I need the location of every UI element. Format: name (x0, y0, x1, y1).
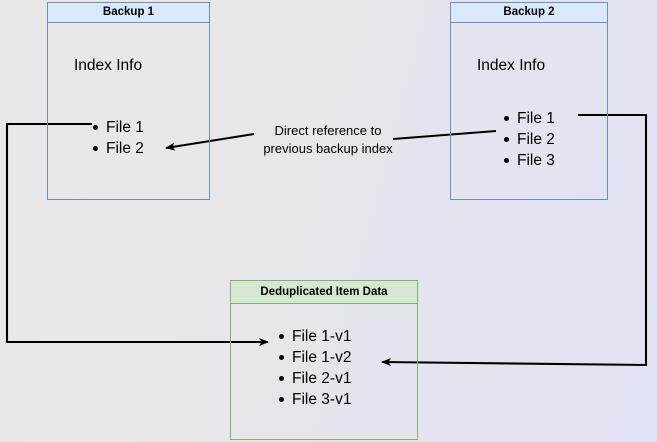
list-item: File 1-v2 (278, 349, 352, 366)
backup-2-index-info-label: Index Info (477, 57, 546, 74)
list-item: File 1 (93, 119, 144, 136)
list-item: File 3-v1 (278, 391, 352, 408)
backup-1-box[interactable]: Backup 1 Index Info File 1 File 2 (47, 2, 210, 200)
backup-2-box[interactable]: Backup 2 Index Info File 1 File 2 File 3 (450, 2, 608, 200)
backup-1-index-info-label: Index Info (74, 57, 143, 74)
deduplicated-file-list: File 1-v1 File 1-v2 File 2-v1 File 3-v1 (274, 326, 351, 410)
annotation-line-2: previous backup index (263, 141, 393, 156)
list-item: File 2 (504, 131, 555, 148)
backup-2-body: Index Info File 1 File 2 File 3 (451, 23, 607, 199)
list-item: File 2 (93, 140, 144, 157)
deduplicated-item-data-box[interactable]: Deduplicated Item Data File 1-v1 File 1-… (230, 280, 418, 440)
backup-1-header: Backup 1 (48, 3, 209, 23)
list-item: File 3 (504, 152, 555, 169)
deduplicated-item-data-header: Deduplicated Item Data (231, 281, 417, 304)
deduplicated-item-data-body: File 1-v1 File 1-v2 File 2-v1 File 3-v1 (231, 304, 417, 439)
annotation-line-1: Direct reference to (274, 123, 382, 138)
backup-1-file-list: File 1 File 2 (88, 117, 144, 159)
list-item: File 2-v1 (278, 370, 352, 387)
backup-2-header: Backup 2 (451, 3, 607, 23)
list-item: File 1 (504, 110, 555, 127)
list-item: File 1-v1 (278, 328, 352, 345)
annotation-direct-reference: Direct reference to previous backup inde… (248, 122, 408, 158)
backup-2-file-list: File 1 File 2 File 3 (499, 108, 555, 171)
backup-1-body: Index Info File 1 File 2 (48, 23, 209, 199)
